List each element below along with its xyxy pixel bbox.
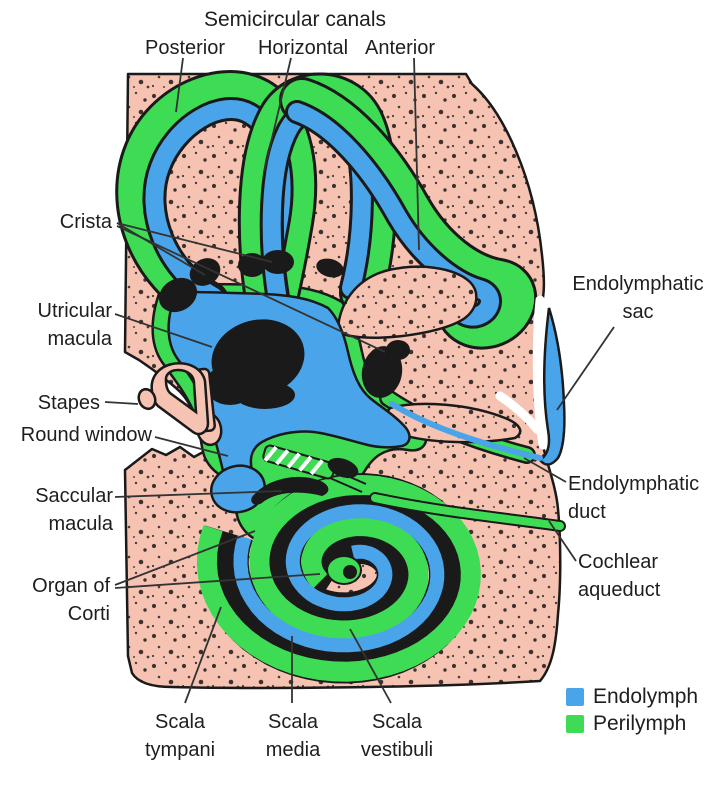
label-scala-media: Scala media (265, 711, 321, 761)
hatched-band (262, 444, 336, 480)
scala-media-spiral (233, 504, 445, 653)
stapes-head (137, 387, 157, 411)
leader-scala-vestibuli (349, 628, 392, 704)
leader-cochlear-aqueduct (548, 520, 577, 562)
label-cochlear-aqueduct: Cochlear aqueduct (578, 551, 661, 601)
white-gaps (495, 295, 548, 450)
endolymph-swatch-icon (566, 687, 584, 706)
label-scala-vestibuli: Scala vestibuli (360, 711, 434, 761)
label-organ-of-corti: Organ of Corti (32, 575, 110, 625)
legend-label-perilymph: Perilymph (593, 712, 687, 735)
label-horizontal: Horizontal (257, 37, 349, 59)
label-endolymphatic-sac: Endolymphatic sac (572, 273, 704, 323)
perilymph-swatch-icon (566, 714, 584, 733)
label-saccular-macula: Saccular macula (35, 485, 113, 535)
organ-of-corti-spiral (198, 473, 479, 684)
leader-endolymphatic-sac (556, 326, 615, 411)
leader-crista-3 (116, 225, 386, 353)
label-scala-tympani: Scala tympani (144, 711, 216, 761)
label-semicircular-canals: Semicircular canals (203, 8, 387, 31)
cochlea (196, 473, 481, 684)
label-posterior: Posterior (144, 37, 226, 59)
label-stapes: Stapes (37, 392, 100, 414)
label-endolymphatic-duct: Endolymphatic duct (568, 473, 700, 523)
leader-stapes (104, 401, 139, 405)
saccular-macula-blob (251, 476, 329, 505)
leader-scala-tympani (184, 606, 222, 704)
legend-label-endolymph: Endolymph (593, 685, 699, 708)
endolymphatic-duct-core (389, 401, 543, 461)
leader-lines (104, 57, 615, 704)
leader-utricular-macula (114, 313, 213, 348)
leader-horizontal (263, 57, 292, 173)
leader-endolymphatic-duct (523, 457, 567, 483)
leader-crista-1 (116, 222, 206, 276)
legend-item-perilymph: Perilymph (566, 710, 698, 737)
leader-posterior (175, 57, 184, 113)
leader-organ-of-corti-2 (114, 573, 321, 589)
legend-item-endolymph: Endolymph (566, 683, 698, 710)
label-utricular-macula: Utricular macula (37, 300, 112, 350)
leader-organ-of-corti-1 (114, 530, 256, 586)
saccular-macula-blob-2 (327, 457, 359, 479)
leader-anterior (413, 57, 420, 251)
leader-crista-2 (116, 222, 273, 263)
cochlear-aqueduct-channel (369, 492, 566, 532)
leader-saccular-macula (114, 490, 283, 498)
leader-round-window (154, 436, 229, 457)
label-anterior: Anterior (364, 37, 436, 59)
scala-perilymph-spiral (196, 474, 481, 682)
bone-peninsula (336, 265, 478, 339)
utricular-macula-blob (205, 319, 305, 409)
endolymphatic-sac-shape (538, 307, 566, 466)
stapes-shape (137, 362, 223, 447)
crista-blobs (158, 250, 410, 398)
cochlea-apex-hook (343, 565, 357, 579)
label-crista: Crista (59, 211, 112, 233)
label-round-window: Round window (20, 424, 152, 446)
legend: Endolymph Perilymph (566, 683, 698, 737)
